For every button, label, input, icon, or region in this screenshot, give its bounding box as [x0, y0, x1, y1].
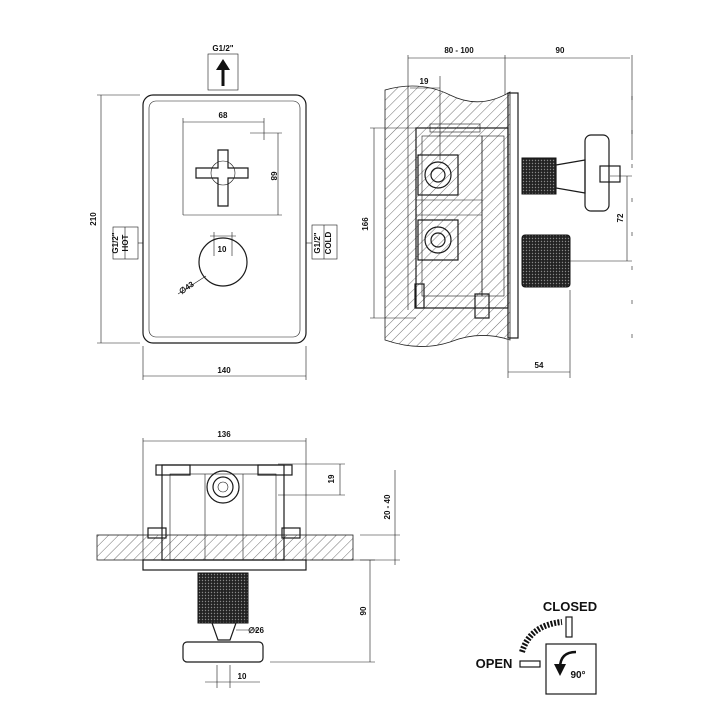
top-knurled-knob [197, 572, 249, 624]
handle-spacing-label: 72 [616, 213, 625, 222]
side-view: 80 - 100 90 19 166 72 54 [361, 46, 633, 378]
width-dimension: 140 [142, 346, 307, 380]
rotation-angle-label: 90° [570, 670, 585, 681]
knob-knurled [521, 234, 571, 288]
top-knob-diameter-label: ∅26 [248, 626, 264, 635]
open-label: OPEN [476, 656, 513, 671]
top-stem-width-label: 10 [238, 672, 247, 681]
height-dimension: 210 [89, 94, 140, 344]
rotation-legend: CLOSED OPEN 90° [476, 599, 597, 695]
hot-label: HOT [121, 234, 130, 251]
top-cross-handle [182, 641, 264, 663]
side-pipe-offset-label: 19 [420, 77, 429, 86]
plaster-range-label: 20 - 40 [383, 494, 392, 519]
box-height-label: 166 [361, 217, 370, 231]
lower-port [417, 219, 459, 261]
handle-dimensions: 68 68 [182, 111, 282, 216]
top-dimensions: 136 19 20 - 40 90 ∅26 10 [142, 430, 400, 688]
side-handle [521, 134, 621, 212]
side-plate [507, 92, 519, 339]
knob-diameter-label: ∅43 [177, 279, 196, 296]
open-indicator [519, 660, 541, 668]
rotation-arc [519, 619, 563, 653]
faceplate-inner [148, 100, 301, 338]
wall-depth-label: 80 - 100 [444, 46, 474, 55]
knob-offset-label: 10 [218, 245, 227, 254]
inlet-thread-label: G1/2" [212, 44, 233, 53]
closed-indicator [565, 616, 573, 638]
handle-width-label: 68 [219, 111, 228, 120]
handle-height-label: 68 [269, 172, 278, 181]
upper-port [417, 154, 459, 196]
top-wall-section [96, 534, 354, 561]
hot-thread-label: G1/2" [111, 232, 120, 253]
hot-inlet: G1/2" HOT [111, 226, 143, 260]
cross-handle [195, 149, 249, 207]
knurled-sleeve [521, 157, 557, 195]
knob-projection-label: 54 [535, 361, 544, 370]
side-knob [521, 234, 632, 288]
closed-label: CLOSED [543, 599, 597, 614]
top-projection-label: 90 [359, 606, 368, 615]
top-pipe-offset-label: 19 [327, 474, 336, 483]
side-dimensions: 80 - 100 90 19 166 72 54 [361, 46, 633, 378]
width-label: 140 [217, 366, 231, 375]
cold-inlet: G1/2" COLD [306, 224, 338, 260]
inlet-indicator: G1/2" [207, 44, 239, 91]
top-port [206, 470, 240, 504]
cold-label: COLD [324, 231, 333, 254]
thermostat-knob: 10 ∅43 [177, 232, 248, 296]
cold-thread-label: G1/2" [313, 232, 322, 253]
top-view: 136 19 20 - 40 90 ∅26 10 [96, 430, 400, 688]
projection-label: 90 [556, 46, 565, 55]
rotation-box [545, 643, 597, 695]
top-box-width-label: 136 [217, 430, 231, 439]
faceplate [142, 94, 307, 344]
top-plate [142, 559, 307, 571]
front-view: G1/2" 68 68 10 ∅43 [89, 44, 338, 380]
height-label: 210 [89, 212, 98, 226]
